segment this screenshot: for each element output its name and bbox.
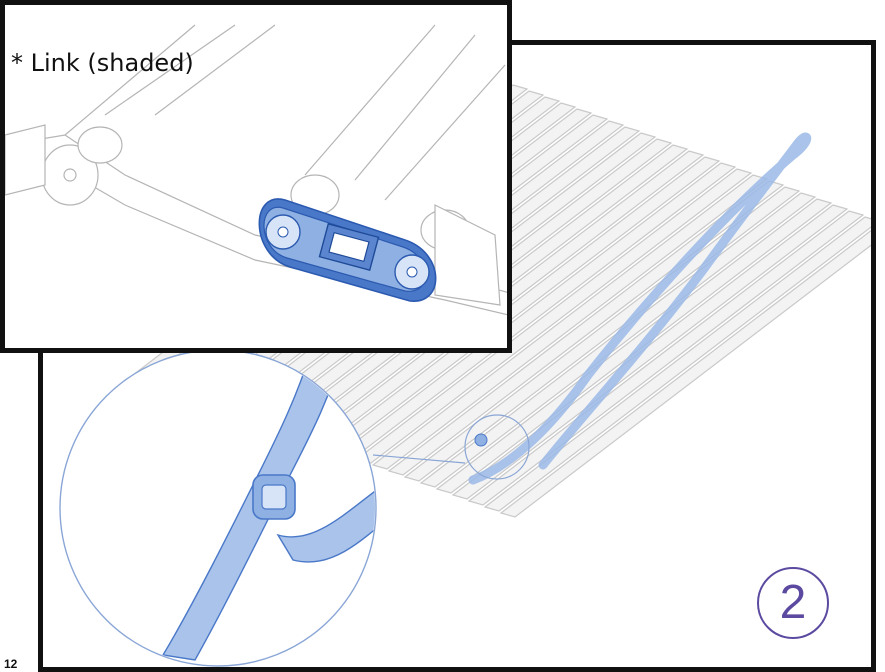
magnified-detail <box>59 349 377 667</box>
belt-slat <box>483 216 871 512</box>
belt-slat <box>387 180 785 476</box>
chain-rollers <box>5 24 507 316</box>
detail-marker-circle <box>464 414 530 480</box>
buckle-small <box>474 433 488 447</box>
inset-detail-panel: * Link (shaded) <box>0 0 512 353</box>
strap <box>468 132 812 485</box>
belt-slat <box>499 229 871 518</box>
inset-caption: * Link (shaded) <box>11 49 194 77</box>
detail-leader-line <box>372 454 466 464</box>
belt-slat <box>355 168 753 464</box>
page-number: 12 <box>4 657 18 671</box>
belt-slat <box>435 198 833 494</box>
step-number-badge: 2 <box>757 567 829 639</box>
belt-slat <box>403 186 801 482</box>
shaded-link <box>258 198 437 302</box>
link-detail-drawing <box>5 24 507 316</box>
